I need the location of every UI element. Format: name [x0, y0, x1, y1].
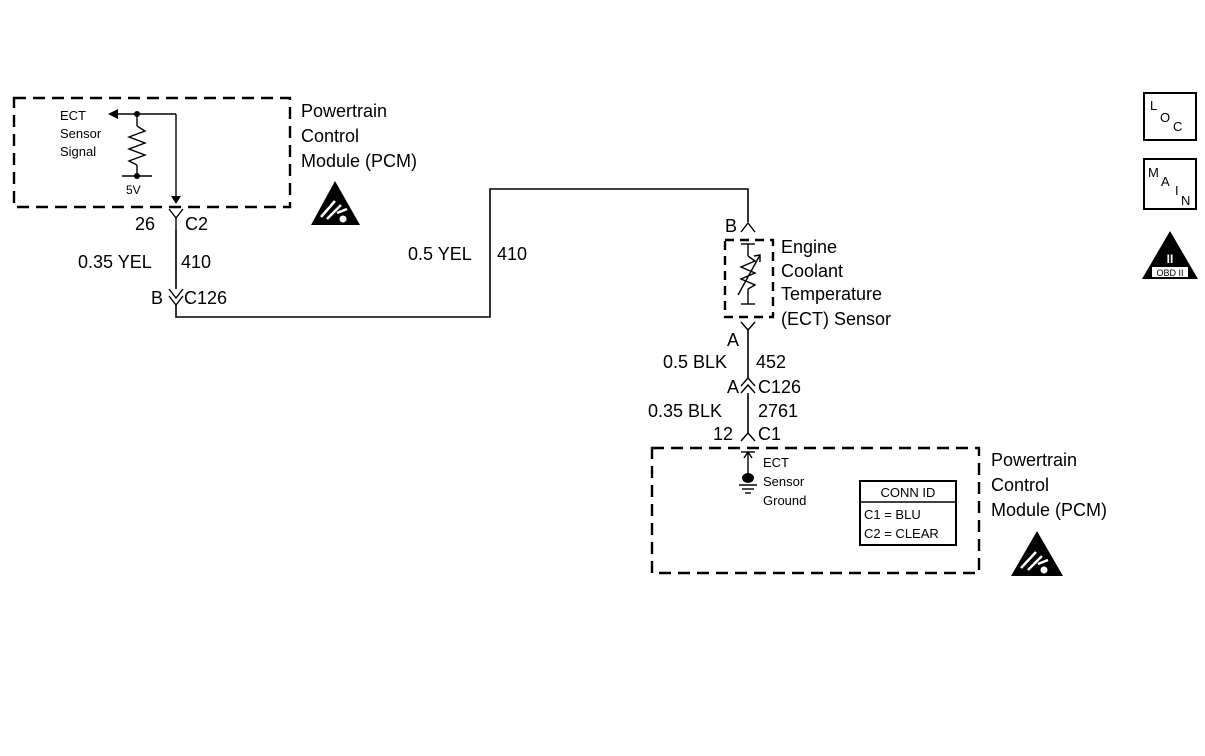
wire-gauge-color-label: 0.5 YEL [408, 244, 472, 264]
wire-circuit-label: 2761 [758, 401, 798, 421]
pcm-top-signal-label: ECT Sensor Signal [60, 108, 102, 159]
main-letter: A [1161, 174, 1170, 189]
sensor-name-line: Engine [781, 237, 837, 257]
signal-arrow-icon [108, 109, 118, 119]
connector-sensor-a [740, 321, 756, 332]
conn-id-table: CONN ID C1 = BLU C2 = CLEAR [859, 480, 957, 546]
main-letter: M [1148, 165, 1159, 180]
conn-id-header: CONN ID [881, 485, 936, 500]
wire-410-route [175, 188, 749, 318]
signal-down-arrow-icon [171, 196, 181, 204]
main-letter: N [1181, 193, 1190, 208]
pcm-top-boundary [12, 96, 292, 209]
connector-pin-label: 12 [713, 424, 733, 444]
wire-gauge-color-label: 0.35 YEL [78, 252, 152, 272]
connector-name-label: C2 [185, 214, 208, 234]
connector-c2: 26 C2 [135, 208, 208, 234]
conn-id-row: C1 = BLU [864, 507, 921, 522]
ground-label-line: ECT [763, 455, 789, 470]
pcm-top-title-line: Powertrain [301, 101, 387, 121]
sensor-name-line: (ECT) Sensor [781, 309, 891, 329]
pullup-resistor-circuit: 5V [108, 109, 181, 204]
ground-label-line: Sensor [763, 474, 805, 489]
wire-gauge-color-label: 0.35 BLK [648, 401, 722, 421]
connector-pin-label: B [151, 288, 163, 308]
ground-node-dot [742, 473, 754, 483]
voltage-5v-label: 5V [126, 183, 141, 197]
connector-c126-right: A C126 [727, 376, 801, 397]
signal-label-line: Signal [60, 144, 96, 159]
sensor-pin-b-label: B [725, 216, 737, 236]
pcm-bottom-title-line: Control [991, 475, 1049, 495]
obd-ii-icon: II OBD II [1142, 231, 1198, 279]
pcm-bottom-title: Powertrain Control Module (PCM) [991, 450, 1107, 520]
pcm-top-title-line: Control [301, 126, 359, 146]
wire-circuit-label: 452 [756, 352, 786, 372]
connector-name-label: C1 [758, 424, 781, 444]
sensor-name: Engine Coolant Temperature (ECT) Sensor [781, 237, 891, 329]
loc-letter: O [1160, 110, 1170, 125]
connector-name-label: C126 [758, 377, 801, 397]
wire-circuit-label: 410 [497, 244, 527, 264]
sensor-name-line: Temperature [781, 284, 882, 304]
loc-letter: C [1173, 119, 1182, 134]
sensor-boundary [723, 238, 775, 319]
connector-sensor-b [740, 221, 756, 233]
loc-icon: L O C [1143, 92, 1197, 141]
signal-label-line: Sensor [60, 126, 102, 141]
ground-label: ECT Sensor Ground [763, 455, 806, 508]
pcm-bottom-title-line: Powertrain [991, 450, 1077, 470]
main-letter: I [1175, 183, 1179, 198]
resistor-symbol [127, 125, 147, 166]
wire-gauge-color-label: 0.5 BLK [663, 352, 727, 372]
connector-pin-label: 26 [135, 214, 155, 234]
ground-label-line: Ground [763, 493, 806, 508]
pcm-bottom-boundary [650, 446, 981, 575]
thermistor-symbol [737, 243, 761, 305]
ground-circuit [739, 450, 757, 494]
signal-label-line: ECT [60, 108, 86, 123]
pcm-top-title: Powertrain Control Module (PCM) [301, 101, 417, 171]
sensor-pin-a-label: A [727, 330, 739, 350]
sensor-name-line: Coolant [781, 261, 843, 281]
wire-circuit-label: 410 [181, 252, 211, 272]
loc-letter: L [1150, 98, 1157, 113]
esd-warning-icon [1011, 531, 1063, 576]
conn-id-row: C2 = CLEAR [864, 526, 939, 541]
connector-name-label: C126 [184, 288, 227, 308]
pcm-bottom-title-line: Module (PCM) [991, 500, 1107, 520]
connector-c1: 12 C1 [713, 424, 781, 444]
connector-c126-left: B C126 [151, 288, 227, 308]
connector-pin-label: A [727, 377, 739, 397]
obd-numeral: II [1167, 252, 1174, 266]
esd-warning-icon [311, 181, 360, 225]
obd-label: OBD II [1156, 268, 1183, 278]
main-icon: M A I N [1143, 158, 1197, 210]
pcm-top-title-line: Module (PCM) [301, 151, 417, 171]
